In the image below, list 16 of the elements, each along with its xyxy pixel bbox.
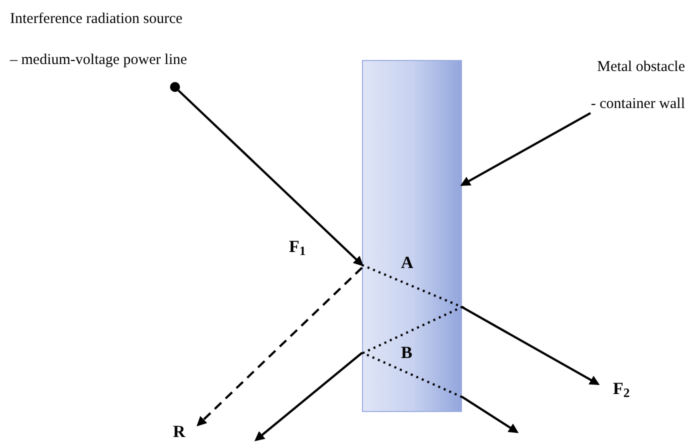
ray-arrow [254, 352, 363, 442]
ray-arrow [461, 306, 600, 385]
ray-arrow [196, 266, 363, 426]
ray-arrow [178, 90, 364, 266]
obstacle-label: Metal obstacle [597, 58, 685, 77]
metal-wall [362, 60, 462, 412]
point-label: A [401, 254, 414, 271]
ray-label: F$_{2}$ [612, 380, 631, 397]
ray-label: R [172, 423, 186, 440]
source-label: Interference radiation source [10, 10, 182, 29]
source-label: – medium-voltage power line [10, 51, 188, 70]
ray-label: F$_{1}$ [288, 238, 307, 255]
ray-arrow [461, 396, 519, 434]
obstacle-label: - container wall [590, 94, 685, 114]
leader-arrow [460, 112, 592, 186]
point-label: B [401, 344, 412, 361]
